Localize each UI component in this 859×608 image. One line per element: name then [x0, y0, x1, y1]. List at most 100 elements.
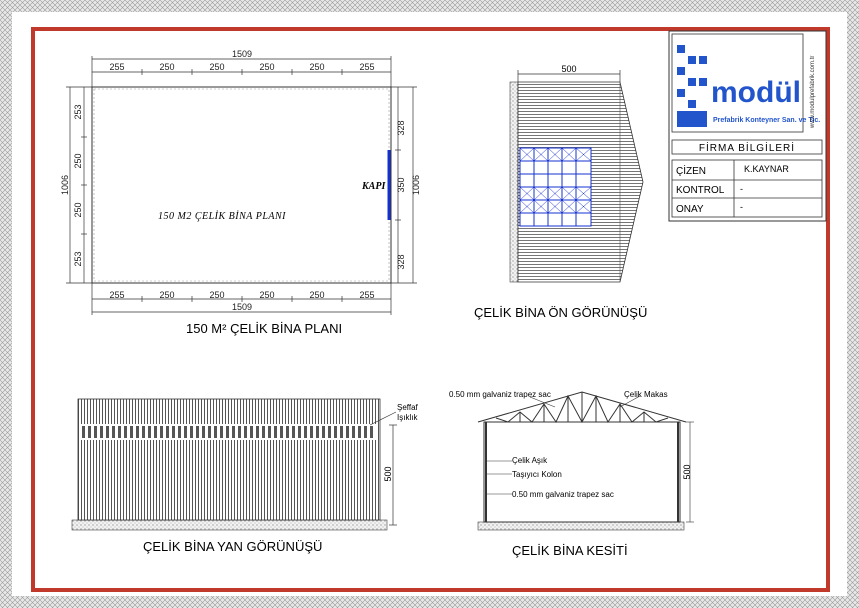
skylight-strip	[274, 426, 277, 438]
skylight-strip	[310, 426, 313, 438]
website-text: www.modulprefabrik.com.tr	[810, 56, 816, 129]
plan-bottom-seg: 255	[359, 290, 374, 300]
plan-left-total: 1006	[60, 175, 70, 195]
skylight-strip	[106, 426, 109, 438]
skylight-strip	[142, 426, 145, 438]
wall-sheet-label: 0.50 mm galvaniz trapez sac	[512, 490, 614, 499]
row-label-control: KONTROL	[676, 185, 725, 196]
skylight-strip	[136, 426, 139, 438]
skylight-strip	[232, 426, 235, 438]
plan-right-seg: 350	[396, 177, 406, 192]
logo-subtitle: Prefabrik Konteyner San. ve Tic.	[713, 117, 820, 124]
plan-left-seg: 250	[73, 202, 83, 217]
side-wall	[77, 398, 381, 521]
logo-icon	[677, 45, 707, 127]
skylight-strip	[220, 426, 223, 438]
skylight-strip	[154, 426, 157, 438]
skylight-strip	[280, 426, 283, 438]
plan-left-seg: 253	[73, 251, 83, 266]
skylight-strip	[166, 426, 169, 438]
skylight-strip	[256, 426, 259, 438]
purlin-label: Çelik Aşık	[512, 456, 548, 465]
plan-bottom-seg: 250	[159, 290, 174, 300]
plan-top-seg: 250	[259, 62, 274, 72]
door-label: KAPI	[361, 181, 386, 192]
skylight-strip	[214, 426, 217, 438]
section-height-dim: 500	[682, 464, 692, 479]
plan-top-seg: 255	[359, 62, 374, 72]
skylight-strip	[298, 426, 301, 438]
skylight-strip	[268, 426, 271, 438]
plan-top-seg: 250	[309, 62, 324, 72]
skylight-strip	[346, 426, 349, 438]
skylight-strip	[286, 426, 289, 438]
row-value-approve: -	[740, 202, 743, 212]
front-width-dim: 500	[561, 64, 576, 74]
skylight-strip	[178, 426, 181, 438]
skylight-strip	[244, 426, 247, 438]
skylight-strip	[88, 426, 91, 438]
roof-truss	[477, 391, 687, 424]
title-block: modül Prefabrik Konteyner San. ve Tic. w…	[668, 30, 827, 222]
side-view-title: ÇELİK BİNA YAN GÖRÜNÜŞÜ	[143, 539, 323, 554]
skylight-strip	[190, 426, 193, 438]
skylight-strip	[172, 426, 175, 438]
skylight-strip	[262, 426, 265, 438]
skylight-strip	[112, 426, 115, 438]
skylight-strip	[352, 426, 355, 438]
plan-top-seg: 255	[109, 62, 124, 72]
skylight-strip	[340, 426, 343, 438]
skylight-strip	[238, 426, 241, 438]
skylight-strip	[304, 426, 307, 438]
plan-top-seg: 250	[209, 62, 224, 72]
skylight-strip	[292, 426, 295, 438]
skylight-strip	[130, 426, 133, 438]
skylight-strip	[364, 426, 367, 438]
skylight-strip	[358, 426, 361, 438]
skylight-strip	[94, 426, 97, 438]
skylight-strip	[208, 426, 211, 438]
front-view: 500	[509, 64, 644, 283]
skylight-strip	[82, 426, 85, 438]
logo-text: modül	[711, 76, 801, 109]
plan-bottom-seg: 255	[109, 290, 124, 300]
skylight-label-2: Işıklık	[397, 413, 418, 422]
row-label-approve: ONAY	[676, 204, 704, 215]
skylight-strip	[202, 426, 205, 438]
skylight-strip	[316, 426, 319, 438]
plan-bottom-seg: 250	[309, 290, 324, 300]
skylight-strip	[124, 426, 127, 438]
skylight-strip	[322, 426, 325, 438]
floor-plan: KAPI 150 M2 ÇELİK BİNA PLANI	[60, 49, 421, 315]
plan-bottom-seg: 250	[259, 290, 274, 300]
plan-bottom-seg: 250	[209, 290, 224, 300]
side-height-dim: 500	[383, 466, 393, 481]
skylight-strip	[370, 426, 373, 438]
section-title: ÇELİK BİNA KESİTİ	[512, 543, 628, 558]
plan-left-seg: 250	[73, 153, 83, 168]
section-view: 0.50 mm galvaniz trapez sac Çelik Makas …	[449, 390, 694, 531]
skylight-strip	[184, 426, 187, 438]
skylight-strip	[334, 426, 337, 438]
plan-title: 150 M² ÇELİK BİNA PLANI	[186, 321, 343, 336]
roof-sheet-label: 0.50 mm galvaniz trapez sac	[449, 390, 551, 399]
row-value-drawn: K.KAYNAR	[744, 164, 789, 174]
side-view: Şeffaf Işıklık 500	[71, 398, 419, 531]
skylight-strip	[118, 426, 121, 438]
plan-right-total: 1006	[411, 175, 421, 195]
skylight-strips	[82, 426, 373, 438]
skylight-strip	[250, 426, 253, 438]
front-view-title: ÇELİK BİNA ÖN GÖRÜNÜŞÜ	[474, 305, 648, 320]
plan-right-seg: 328	[396, 254, 406, 269]
plan-top-seg: 250	[159, 62, 174, 72]
skylight-strip	[328, 426, 331, 438]
plan-left-seg: 253	[73, 104, 83, 119]
plan-inner-label: 150 M2 ÇELİK BİNA PLANI	[158, 210, 286, 222]
plan-top-total: 1509	[232, 49, 252, 59]
column-label: Taşıyıcı Kolon	[512, 470, 562, 479]
row-value-control: -	[740, 184, 743, 194]
front-window-grid	[519, 147, 592, 227]
plan-bottom-total: 1509	[232, 302, 252, 312]
skylight-strip	[196, 426, 199, 438]
